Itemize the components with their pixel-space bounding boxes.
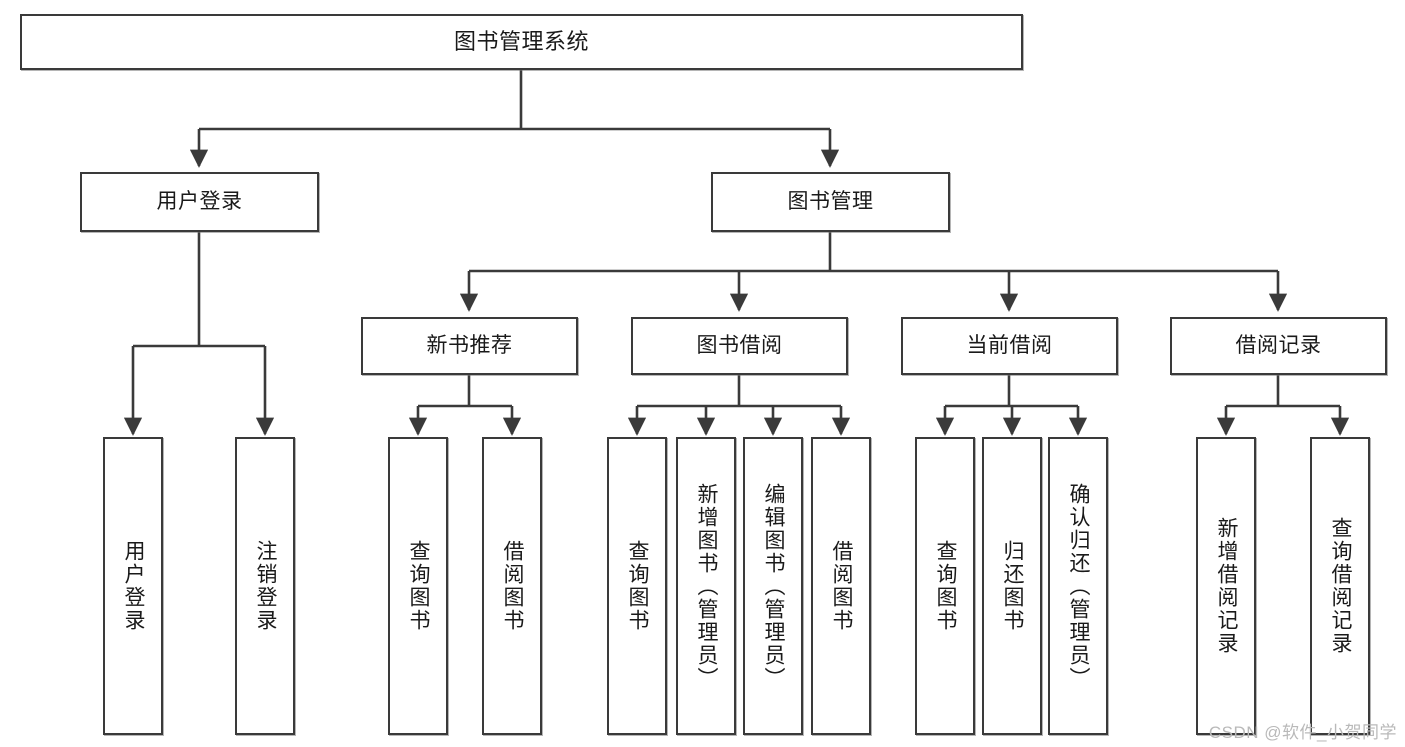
node-leaf-query-book-1-label: 查询图书 [407,540,431,632]
watermark: CSDN @软件_小贺同学 [1208,723,1397,742]
node-leaf-return-book[interactable]: 归还图书 [982,437,1042,735]
node-leaf-add-book[interactable]: 新增图书（管理员） [676,437,736,735]
node-leaf-user-login-label: 用户登录 [122,540,146,632]
node-borrow-record-label: 借阅记录 [1235,334,1322,358]
node-leaf-query-record[interactable]: 查询借阅记录 [1310,437,1370,735]
node-leaf-query-book-2-label: 查询图书 [626,540,650,632]
node-leaf-borrow-book-2[interactable]: 借阅图书 [811,437,871,735]
node-leaf-return-book-label: 归还图书 [1001,540,1025,632]
node-leaf-query-book-1[interactable]: 查询图书 [388,437,448,735]
node-current-borrow-label: 当前借阅 [966,334,1053,358]
node-leaf-confirm-return-label: 确认归还（管理员） [1067,482,1091,690]
node-leaf-borrow-book-2-label: 借阅图书 [830,540,854,632]
node-book-borrow-label: 图书借阅 [696,334,783,358]
node-leaf-add-record[interactable]: 新增借阅记录 [1196,437,1256,735]
node-book-borrow[interactable]: 图书借阅 [631,317,848,375]
node-leaf-add-record-label: 新增借阅记录 [1215,517,1239,655]
node-current-borrow[interactable]: 当前借阅 [901,317,1118,375]
node-leaf-query-book-3[interactable]: 查询图书 [915,437,975,735]
node-leaf-borrow-book-1-label: 借阅图书 [501,540,525,632]
node-borrow-record[interactable]: 借阅记录 [1170,317,1387,375]
node-leaf-logout-label: 注销登录 [254,540,278,632]
node-leaf-user-login[interactable]: 用户登录 [103,437,163,735]
node-user-login[interactable]: 用户登录 [80,172,319,232]
node-leaf-add-book-label: 新增图书（管理员） [695,482,719,690]
node-leaf-query-record-label: 查询借阅记录 [1329,517,1353,655]
node-new-book-recommend-label: 新书推荐 [426,334,513,358]
node-leaf-confirm-return[interactable]: 确认归还（管理员） [1048,437,1108,735]
node-root-label: 图书管理系统 [453,28,589,54]
node-leaf-query-book-2[interactable]: 查询图书 [607,437,667,735]
node-leaf-edit-book[interactable]: 编辑图书（管理员） [743,437,803,735]
node-new-book-recommend[interactable]: 新书推荐 [361,317,578,375]
node-leaf-edit-book-label: 编辑图书（管理员） [762,482,786,690]
node-leaf-logout[interactable]: 注销登录 [235,437,295,735]
node-book-manage-label: 图书管理 [787,190,874,214]
node-leaf-borrow-book-1[interactable]: 借阅图书 [482,437,542,735]
node-book-manage[interactable]: 图书管理 [711,172,950,232]
node-user-login-label: 用户登录 [156,190,243,214]
node-leaf-query-book-3-label: 查询图书 [934,540,958,632]
node-root[interactable]: 图书管理系统 [20,14,1023,70]
